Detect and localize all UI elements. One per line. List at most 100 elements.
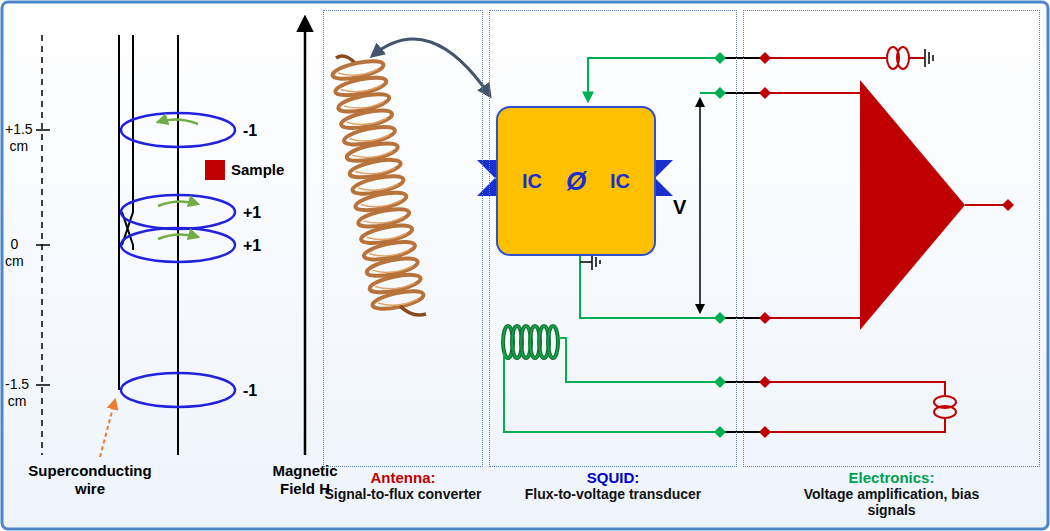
panel-description: Flux-to-voltage transducer (518, 486, 708, 502)
part-label: Sample (231, 161, 284, 179)
sense-wire (700, 317, 716, 319)
antenna-coil (375, 283, 415, 289)
terminal-diamond (714, 426, 726, 438)
signal-name: V (673, 196, 686, 219)
antenna-coil (338, 69, 378, 75)
current-arrow (158, 201, 198, 206)
panel-description: Signal-to-flux converter (324, 486, 482, 502)
panel-caption: Electronics:Voltage amplification, bias … (744, 469, 1039, 518)
current-source (934, 406, 956, 418)
antenna-coil (372, 266, 412, 272)
loop-sign: -1 (243, 381, 257, 400)
ground-symbol (580, 254, 600, 270)
terminal-diamond (759, 87, 771, 99)
scale-mark: 0 cm (5, 236, 24, 270)
current-source (897, 47, 909, 69)
pickup-loop (121, 228, 235, 262)
section-panel: ICØICSQUID:Flux-to-voltage transducer (489, 10, 737, 467)
terminal-diamond (714, 87, 726, 99)
scale-mark: 0 cm (5, 236, 24, 270)
panel-heading: Electronics: (744, 469, 1039, 486)
panel-description: Voltage amplification, bias signals (797, 486, 987, 518)
antenna-illustration (331, 39, 490, 315)
antenna-coil (364, 217, 404, 223)
panel-heading: SQUID: (490, 469, 736, 486)
terminal-diamond (759, 52, 771, 64)
loop-sign: +1 (243, 236, 261, 255)
leader-line (100, 400, 115, 457)
current-arrow (158, 234, 198, 239)
terminal-diamond (1002, 199, 1014, 211)
loop-sign: +1 (243, 236, 261, 255)
axis-label: Magnetic Field H (258, 462, 352, 498)
flux-symbol: Ø (566, 166, 586, 197)
antenna-coil (371, 288, 425, 313)
sample-square (205, 160, 225, 180)
panel-heading: Antenna: (324, 469, 482, 486)
part-label: Sample (231, 161, 284, 179)
critical-current: IC (610, 170, 630, 193)
field-arrow (304, 18, 307, 455)
terminal-diamond (714, 312, 726, 324)
squid-loop: IC Ø IC (496, 106, 656, 256)
electronics (724, 47, 1004, 432)
loop-sign: -1 (243, 121, 257, 140)
amplifier-triangle (860, 80, 965, 330)
antenna-coil (369, 250, 409, 256)
critical-current: IC (522, 170, 542, 193)
antenna-coil (341, 85, 381, 91)
antenna-coil (367, 233, 407, 239)
antenna-coil (344, 102, 384, 108)
terminal-diamond (759, 426, 771, 438)
antenna-coil (358, 184, 398, 190)
terminals (714, 52, 1014, 438)
pickup-loop (121, 373, 235, 407)
loop-sign: +1 (243, 203, 261, 222)
coil-wire (558, 338, 716, 382)
feedback-coil (548, 326, 558, 358)
scale-mark: +1.5 cm (5, 121, 33, 155)
terminal-diamond (714, 376, 726, 388)
gradiometer (36, 18, 305, 457)
feedback-coil (503, 326, 558, 358)
part-label: Superconducting wire (22, 462, 158, 498)
antenna-coil (355, 168, 395, 174)
scale-mark: +1.5 cm (5, 121, 33, 155)
ground-wire (580, 250, 716, 318)
terminal-diamond (714, 52, 726, 64)
section-panel: Electronics:Voltage amplification, bias … (743, 10, 1040, 467)
terminal-diamond (759, 312, 771, 324)
panel-caption: Antenna:Signal-to-flux converter (324, 469, 482, 502)
antenna-coil (361, 200, 401, 206)
panel-caption: SQUID:Flux-to-voltage transducer (490, 469, 736, 502)
antenna-coil (331, 58, 425, 313)
ground-symbol (925, 49, 933, 67)
signal-name: V (673, 196, 686, 219)
antenna-coil (349, 135, 389, 141)
current-arrow (158, 119, 198, 124)
scale-mark: -1.5 cm (5, 376, 29, 410)
scale-tick (36, 130, 50, 385)
pickup-loop (121, 113, 235, 147)
loop-sign: +1 (243, 203, 261, 222)
scale-mark: -1.5 cm (5, 376, 29, 410)
signal-wire (769, 57, 925, 59)
antenna-coil (347, 118, 387, 124)
section-panel: Antenna:Signal-to-flux converter (323, 10, 483, 467)
part-label: Superconducting wire (22, 462, 158, 498)
signal-wire (769, 382, 945, 432)
bias-wire (588, 58, 716, 101)
coil-wire (504, 352, 716, 432)
feedback-coil (548, 326, 558, 358)
loop-sign: -1 (243, 381, 257, 400)
antenna-coil (378, 299, 418, 305)
loop-sign: -1 (243, 121, 257, 140)
sense-wire (700, 92, 716, 94)
terminal-diamond (759, 376, 771, 388)
pickup-loop (121, 195, 235, 229)
antenna-coil (352, 151, 392, 157)
coupling-arrow (372, 39, 490, 96)
coil-lead (400, 306, 426, 315)
